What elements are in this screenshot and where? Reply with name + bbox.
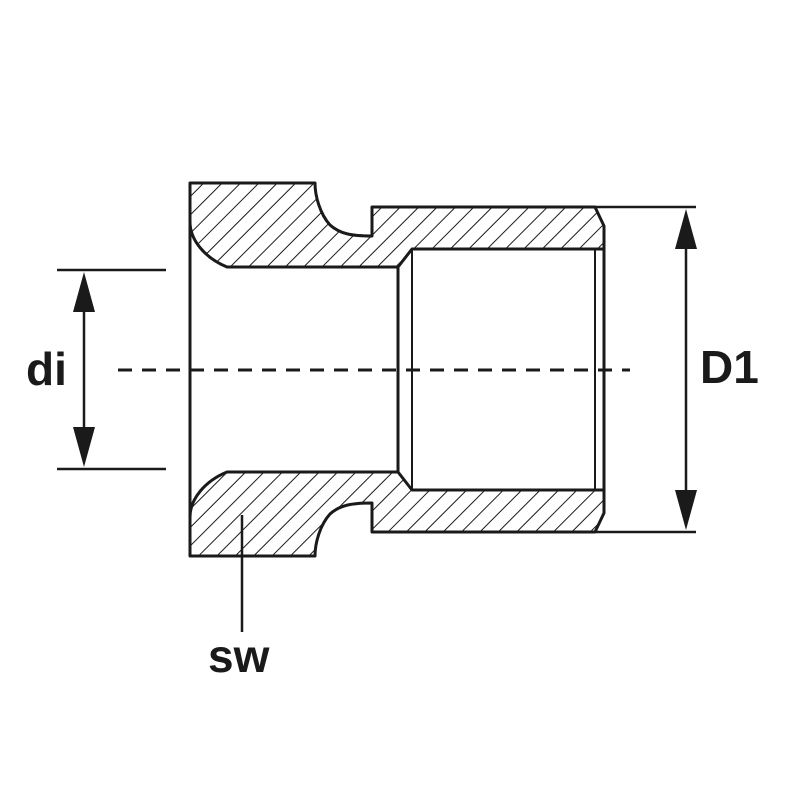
di-arrow-top	[73, 272, 95, 312]
d1-arrow-top	[675, 209, 697, 249]
d1-arrow-bottom	[675, 490, 697, 530]
upper-wall-section	[188, 181, 606, 269]
lower-wall-section	[188, 470, 606, 558]
sw-label: sw	[208, 630, 270, 682]
di-label: di	[26, 343, 67, 395]
d1-label: D1	[700, 341, 759, 393]
di-arrow-bottom	[73, 427, 95, 467]
